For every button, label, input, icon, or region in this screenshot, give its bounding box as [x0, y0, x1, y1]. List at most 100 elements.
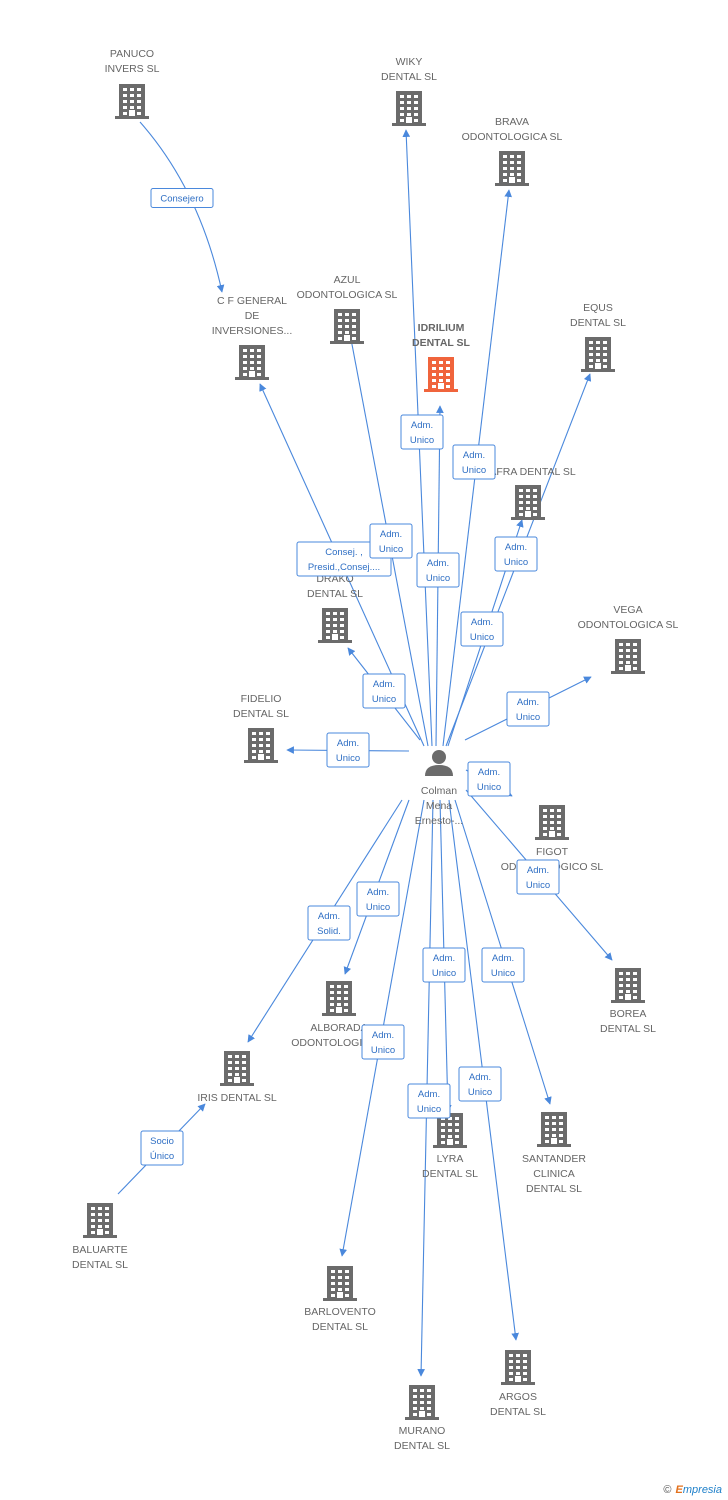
- building-base: [424, 389, 458, 392]
- building-window: [326, 624, 330, 627]
- building-window: [105, 1213, 109, 1216]
- building-icon[interactable]: [581, 337, 615, 372]
- building-icon[interactable]: [330, 309, 364, 344]
- building-window: [420, 1389, 424, 1392]
- building-icon[interactable]: [501, 1350, 535, 1385]
- building-window: [345, 325, 349, 328]
- building-icon[interactable]: [424, 357, 458, 392]
- building-icon[interactable]: [392, 91, 426, 126]
- building-icon[interactable]: [611, 968, 645, 1003]
- building-window: [446, 385, 450, 388]
- building-window: [619, 978, 623, 981]
- building-window: [344, 985, 348, 988]
- building-icon[interactable]: [433, 1113, 467, 1148]
- building-icon[interactable]: [244, 728, 278, 763]
- building-icon[interactable]: [115, 84, 149, 119]
- building-window: [266, 744, 270, 747]
- edge-label[interactable]: Consej. ,Presid.,Consej....: [296, 541, 392, 577]
- building-window: [517, 167, 521, 170]
- edge-label[interactable]: Adm.Unico: [400, 414, 444, 450]
- building-window: [432, 379, 436, 382]
- building-window: [552, 1116, 556, 1119]
- edge-label-text: Adm.Unico: [410, 420, 434, 446]
- edge-label[interactable]: Adm.Unico: [356, 881, 400, 917]
- edge-label[interactable]: Adm.Unico: [369, 523, 413, 559]
- edge-label[interactable]: Adm.Unico: [494, 536, 538, 572]
- edge-label[interactable]: Adm.Unico: [516, 859, 560, 895]
- footer-brand[interactable]: ©Empresia: [663, 1484, 722, 1496]
- company-label-panuco-line: PANUCO: [110, 48, 154, 60]
- building-door: [515, 1376, 521, 1382]
- building-icon[interactable]: [322, 981, 356, 1016]
- building-window: [413, 1389, 417, 1392]
- building-icon[interactable]: [235, 345, 269, 380]
- building-icon[interactable]: [323, 1266, 357, 1301]
- edge-label-box: [494, 536, 538, 572]
- edge-label[interactable]: Adm.Unico: [361, 1024, 405, 1060]
- edge-label[interactable]: Adm.Unico: [416, 552, 460, 588]
- edge-label[interactable]: Adm.Unico: [481, 947, 525, 983]
- edge-label-box: [407, 1083, 451, 1119]
- building-icon[interactable]: [220, 1051, 254, 1086]
- building-window: [603, 341, 607, 344]
- edge-label[interactable]: Adm.Unico: [452, 444, 496, 480]
- building-window: [559, 1122, 563, 1125]
- building-window: [242, 1055, 246, 1058]
- edge-label-text: Adm.Unico: [462, 450, 486, 476]
- building-icon[interactable]: [495, 151, 529, 186]
- building-base: [581, 369, 615, 372]
- building-icon[interactable]: [611, 639, 645, 674]
- edge-label[interactable]: Adm.Unico: [362, 673, 406, 709]
- building-base: [244, 760, 278, 763]
- building-icon[interactable]: [511, 485, 545, 520]
- building-window: [91, 1207, 95, 1210]
- building-icon[interactable]: [83, 1203, 117, 1238]
- edge-label[interactable]: Adm.Unico: [326, 732, 370, 768]
- copyright-symbol: ©: [663, 1484, 672, 1496]
- edge-label[interactable]: Adm.Unico: [422, 947, 466, 983]
- edge-label-text: Adm.Unico: [379, 529, 403, 555]
- building-base: [511, 517, 545, 520]
- edge-label[interactable]: Adm.Unico: [407, 1083, 451, 1119]
- edge-label-text: Adm.Unico: [432, 953, 456, 979]
- person-icon[interactable]: [425, 750, 453, 776]
- building-icon[interactable]: [535, 805, 569, 840]
- person-head: [432, 750, 446, 764]
- building-base: [392, 123, 426, 126]
- building-window: [510, 173, 514, 176]
- building-window: [523, 1372, 527, 1375]
- building-icon[interactable]: [537, 1112, 571, 1147]
- building-window: [414, 107, 418, 110]
- building-window: [330, 997, 334, 1000]
- building-window: [252, 738, 256, 741]
- building-window: [545, 1134, 549, 1137]
- building-door: [344, 335, 350, 341]
- edge-label-text: Adm.Unico: [336, 738, 360, 764]
- building-window: [559, 1134, 563, 1137]
- edge-label[interactable]: Adm.Unico: [506, 691, 550, 727]
- edge-label[interactable]: Adm.Solid.: [307, 905, 351, 941]
- edge-label-text: Adm.Unico: [526, 865, 550, 891]
- edge-label[interactable]: Adm.Unico: [467, 761, 511, 797]
- building-window: [633, 655, 637, 658]
- building-window: [503, 155, 507, 158]
- company-label-borea-line: DENTAL SL: [600, 1023, 656, 1035]
- building-window: [352, 325, 356, 328]
- edge-label-line: Unico: [426, 573, 450, 584]
- building-window: [439, 361, 443, 364]
- building-window: [427, 1395, 431, 1398]
- building-window: [550, 815, 554, 818]
- building-door: [551, 1138, 557, 1144]
- building-window: [619, 667, 623, 670]
- building-icon[interactable]: [405, 1385, 439, 1420]
- building-window: [130, 106, 134, 109]
- edge-label[interactable]: Adm.Unico: [460, 611, 504, 647]
- building-window: [344, 997, 348, 1000]
- edge-label[interactable]: Consejero: [150, 188, 214, 208]
- edge-label[interactable]: Adm.Unico: [458, 1066, 502, 1102]
- building-icon[interactable]: [318, 608, 352, 643]
